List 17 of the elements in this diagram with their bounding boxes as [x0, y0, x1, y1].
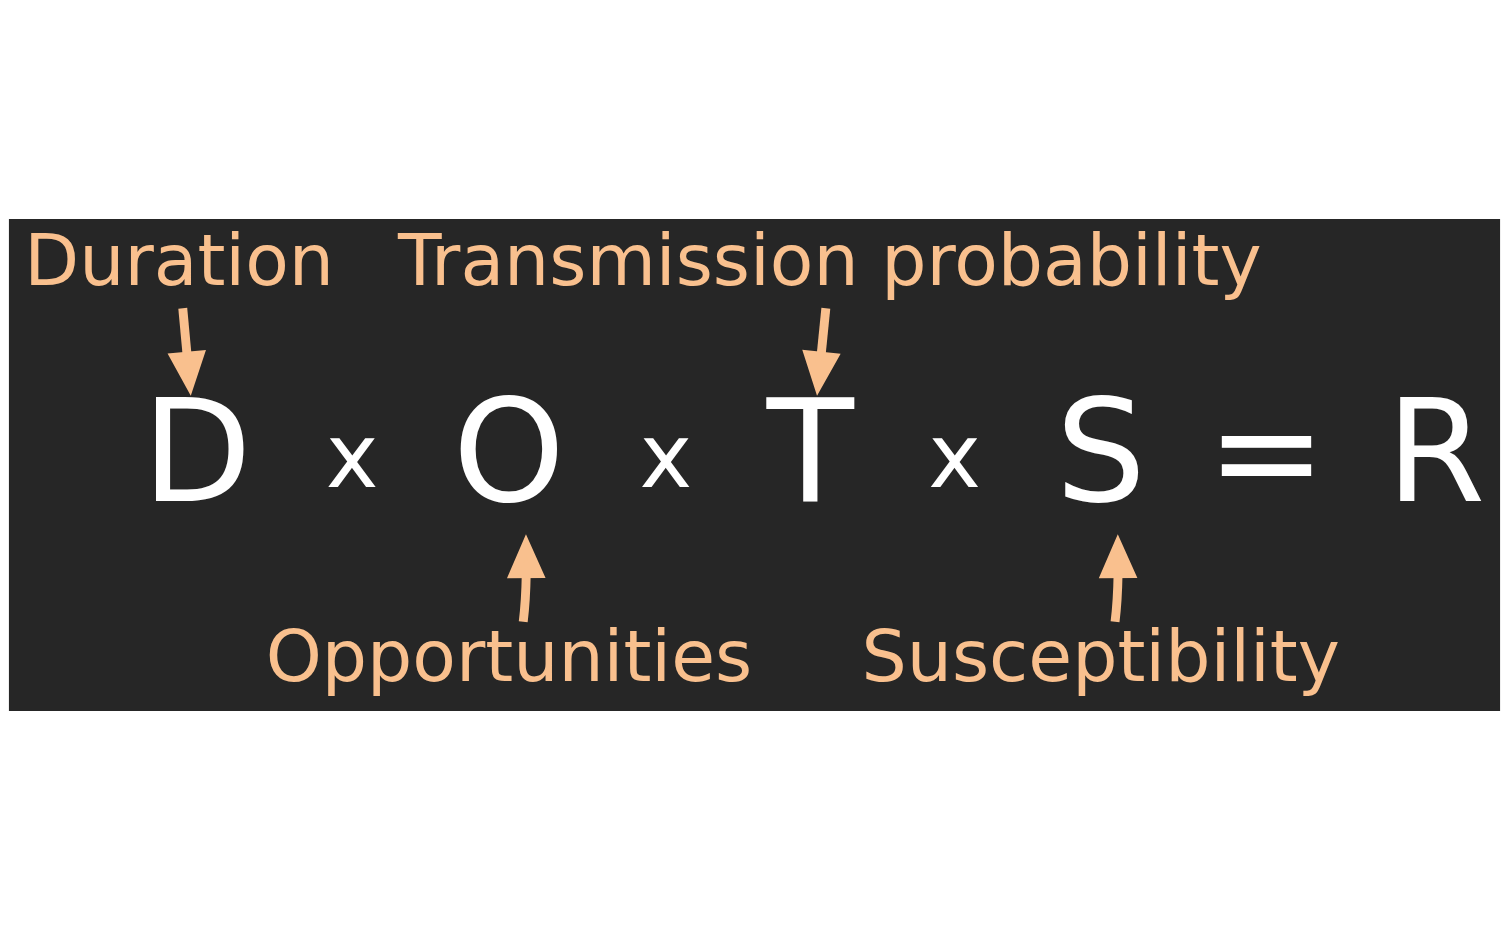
- arrow: [1098, 534, 1138, 623]
- arrow: [167, 307, 206, 396]
- arrow: [506, 534, 546, 623]
- label: =: [1206, 368, 1327, 535]
- node-text: Transmission probability: [397, 218, 1262, 302]
- node-text: Duration: [24, 218, 334, 302]
- label: x: [639, 404, 693, 509]
- node-text: O: [452, 368, 566, 535]
- node-text: S: [1055, 368, 1147, 535]
- node-text: Susceptibility: [861, 614, 1341, 698]
- arrow: [802, 307, 841, 396]
- label: R: [1386, 368, 1486, 535]
- node-text: D: [142, 368, 252, 535]
- node-text: Opportunities: [265, 614, 753, 698]
- node-text: T: [766, 368, 854, 535]
- label: x: [325, 404, 379, 509]
- label: x: [928, 404, 981, 509]
